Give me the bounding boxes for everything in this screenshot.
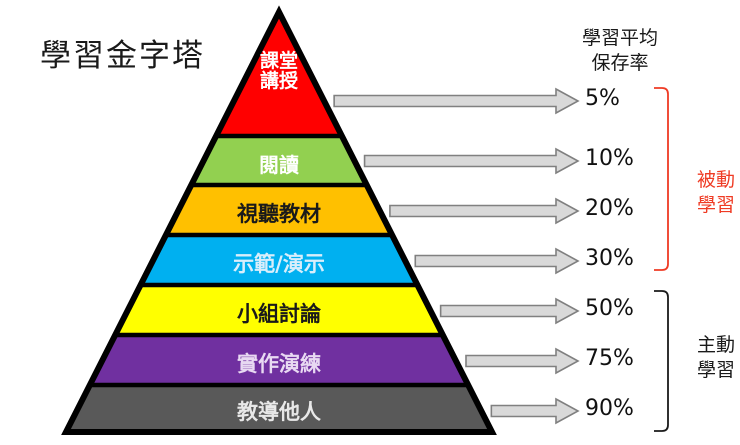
- retention-value-5: 50%: [585, 296, 634, 321]
- retention-column-header: 學習平均 保存率: [560, 26, 680, 76]
- grouping-brackets: [654, 87, 669, 432]
- retention-value-4: 30%: [585, 246, 634, 271]
- group-label-passive-line2: 學習: [696, 194, 735, 216]
- retention-arrow-1: [333, 87, 580, 115]
- pyramid-layer-5: [111, 285, 447, 335]
- retention-arrows: [333, 87, 580, 425]
- pyramid-layer-6: [85, 335, 473, 385]
- retention-arrow-4: [414, 247, 580, 275]
- page-title: 學習金字塔: [40, 38, 205, 74]
- group-label-active: 主動 學習: [676, 333, 740, 383]
- pyramid-layer-1: [212, 12, 346, 136]
- bracket-passive: [654, 87, 669, 271]
- pyramid-layer-4: [136, 235, 422, 285]
- retention-arrow-5: [439, 297, 580, 325]
- bracket-active: [654, 290, 669, 432]
- retention-arrow-3: [389, 197, 580, 225]
- pyramid-layer-3: [161, 185, 397, 235]
- pyramid-layers: [66, 12, 492, 432]
- retention-value-7: 90%: [585, 396, 634, 421]
- retention-arrow-6: [465, 347, 580, 375]
- retention-header-line1: 學習平均: [581, 27, 658, 49]
- retention-arrow-7: [490, 397, 580, 425]
- retention-value-6: 75%: [585, 346, 634, 371]
- group-label-passive-line1: 被動: [696, 169, 735, 191]
- pyramid-layer-dividers: [84, 133, 474, 388]
- retention-value-2: 10%: [585, 146, 634, 171]
- group-label-active-line1: 主動: [696, 334, 735, 356]
- group-label-active-line2: 學習: [696, 359, 735, 381]
- retention-arrow-2: [363, 147, 580, 175]
- pyramid-outline: [61, 5, 497, 435]
- pyramid-layer-7: [66, 385, 492, 432]
- retention-value-3: 20%: [585, 196, 634, 221]
- pyramid-layer-2: [187, 136, 371, 185]
- retention-header-line2: 保存率: [591, 52, 649, 74]
- retention-value-1: 5%: [585, 86, 620, 111]
- group-label-passive: 被動 學習: [676, 168, 740, 218]
